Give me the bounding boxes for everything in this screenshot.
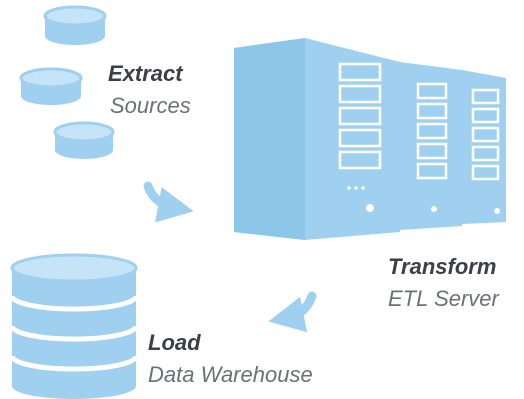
server-rack-icon <box>234 38 506 240</box>
load-title: Load <box>148 330 201 355</box>
source-disk-icon-3 <box>53 121 115 159</box>
transform-subtitle: ETL Server <box>388 286 499 311</box>
curved-arrow-icon-1 <box>143 181 194 223</box>
load-subtitle: Data Warehouse <box>148 362 313 387</box>
extract-title: Extract <box>108 61 183 86</box>
source-disk-icon-2 <box>19 67 83 105</box>
database-stack-icon <box>9 253 139 399</box>
curved-arrow-icon-2 <box>268 291 317 333</box>
transform-title: Transform <box>388 254 497 279</box>
extract-subtitle: Sources <box>110 93 191 118</box>
source-disk-icon-1 <box>43 5 107 45</box>
